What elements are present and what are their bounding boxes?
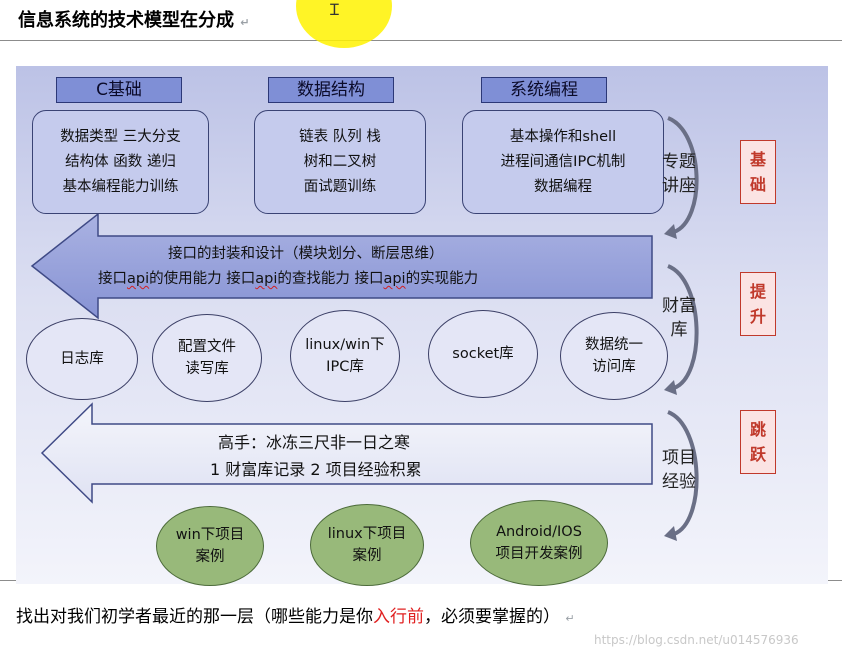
arrow-expert (40, 402, 653, 504)
oval-line: 项目开发案例 (495, 546, 583, 562)
box-line: 进程间通信IPC机制 (500, 153, 626, 170)
box-line: 数据类型 三大分支 (60, 128, 181, 145)
side-line: 项目 (662, 448, 696, 468)
badge-char: 础 (749, 175, 766, 194)
oval-line: 日志库 (60, 351, 104, 367)
side-label-lectures: 专题 讲座 (662, 150, 696, 198)
side-label-wealth-library: 财富 库 (662, 294, 696, 342)
oval-line: 案例 (195, 549, 225, 565)
box-line: 树和二叉树 (303, 153, 377, 170)
badge-char: 提 (749, 282, 766, 301)
text-part: 接口 (98, 271, 127, 287)
caption: 找出对我们初学者最近的那一层（哪些能力是你入行前，必须要掌握的） ↵ (16, 602, 575, 627)
oval-line: 读写库 (185, 361, 229, 377)
box-line: 链表 队列 栈 (299, 128, 381, 145)
box-system-programming: 基本操作和shell 进程间通信IPC机制 数据编程 (462, 110, 664, 214)
box-line: 结构体 函数 递归 (65, 153, 176, 170)
side-line: 讲座 (662, 176, 696, 196)
text-part-api: api (127, 271, 150, 287)
oval-line: 配置文件 (178, 339, 236, 355)
curved-arrow-2 (664, 264, 699, 395)
oval-line: win下项目 (175, 527, 245, 543)
page-margin-line-top (0, 40, 842, 41)
oval-line: 数据统一 (585, 337, 643, 353)
curved-arrow-3 (664, 410, 699, 541)
badge-char: 跃 (749, 445, 766, 464)
arrow-interface-design (30, 212, 653, 320)
oval-config-library: 配置文件 读写库 (152, 314, 262, 402)
badge-char: 跳 (749, 420, 766, 439)
oval-line: Android/IOS (496, 524, 582, 540)
box-line: 面试题训练 (303, 178, 377, 195)
arrow1-line2: 接口api的使用能力 接口api的查找能力 接口api的实现能力 (98, 267, 478, 288)
text-part: 的查找能力 接口 (277, 271, 384, 287)
header-system-programming: 系统编程 (481, 77, 607, 103)
oval-line: 案例 (352, 548, 382, 564)
box-data-structures: 链表 队列 栈 树和二叉树 面试题训练 (254, 110, 426, 214)
badge-char: 基 (749, 150, 766, 169)
oval-line: IPC库 (326, 359, 364, 375)
oval-socket-library: socket库 (428, 310, 538, 398)
box-line: 数据编程 (534, 178, 592, 195)
badge-char: 升 (749, 307, 766, 326)
box-c-basics: 数据类型 三大分支 结构体 函数 递归 基本编程能力训练 (32, 110, 209, 214)
arrow1-line1: 接口的封装和设计（模块划分、断层思维） (168, 246, 444, 262)
text-part: 的使用能力 接口 (149, 271, 256, 287)
caption-highlight: 入行前 (373, 607, 424, 627)
oval-line: socket库 (452, 346, 514, 362)
arrow2-line1: 高手：冰冻三尺非一日之寒 (218, 433, 411, 452)
oval-log-library: 日志库 (26, 318, 138, 400)
oval-ipc-library: linux/win下 IPC库 (290, 310, 400, 402)
watermark: https://blog.csdn.net/u014576936 (594, 633, 799, 647)
oval-win-project: win下项目 案例 (156, 506, 264, 586)
oval-linux-project: linux下项目 案例 (310, 504, 424, 586)
side-line: 经验 (662, 472, 696, 492)
oval-line: linux下项目 (327, 526, 407, 542)
box-line: 基本编程能力训练 (62, 178, 179, 195)
oval-mobile-project: Android/IOS 项目开发案例 (470, 500, 608, 586)
text-part: 的实现能力 (405, 271, 479, 287)
header-c-basics: C基础 (56, 77, 182, 103)
page-title: 信息系统的技术模型在分成 ↵ (18, 10, 250, 31)
caption-text: ，必须要掌握的） (424, 607, 560, 627)
curved-arrow-1 (664, 116, 699, 239)
text-part-api: api (255, 271, 278, 287)
badge-improve: 提 升 (740, 272, 776, 336)
paragraph-mark: ↵ (565, 612, 575, 625)
box-line: 基本操作和shell (509, 128, 617, 145)
text-cursor-icon: Ɪ (330, 0, 339, 19)
caption-text: 找出对我们初学者最近的那一层（哪些能力是你 (16, 607, 373, 627)
badge-foundation: 基 础 (740, 140, 776, 204)
oval-data-access-library: 数据统一 访问库 (560, 312, 668, 400)
oval-line: 访问库 (592, 359, 636, 375)
side-line: 专题 (662, 152, 696, 172)
side-label-project-experience: 项目 经验 (662, 446, 696, 494)
side-line: 财富 (662, 296, 696, 316)
header-data-structures: 数据结构 (268, 77, 394, 103)
side-line: 库 (670, 320, 688, 340)
badge-leap: 跳 跃 (740, 410, 776, 474)
arrow2-line2: 1 财富库记录 2 项目经验积累 (210, 460, 422, 479)
paragraph-mark: ↵ (240, 16, 250, 29)
text-part-api: api (383, 271, 406, 287)
oval-line: linux/win下 (305, 337, 385, 353)
